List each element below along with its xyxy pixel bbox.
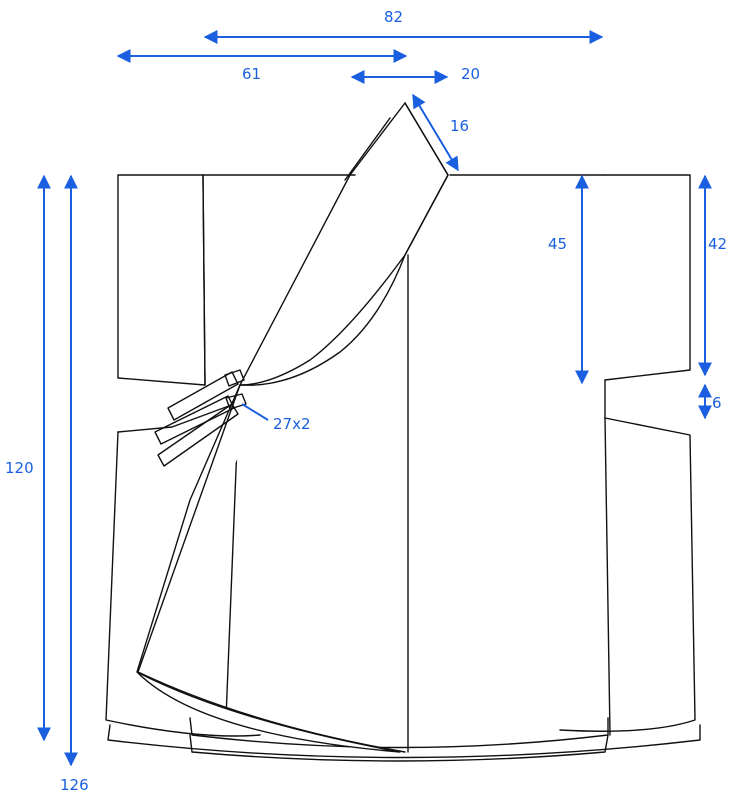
dimension-lines — [37, 30, 712, 767]
dim-collar-depth — [412, 93, 459, 172]
collar-outer — [239, 102, 406, 386]
dimension-labels: 82 61 20 16 120 126 45 42 6 27x2 — [5, 8, 727, 794]
collar-inner — [239, 102, 449, 386]
back-hem-layer — [107, 724, 701, 759]
front-hem — [189, 717, 609, 749]
left-sleeve-seam — [202, 174, 206, 386]
collar-band — [344, 117, 391, 181]
label-front-length: 120 — [5, 459, 34, 477]
label-collar-width: 20 — [461, 65, 480, 83]
label-ties: 27x2 — [273, 415, 311, 433]
back-hem-layer-inner — [189, 734, 609, 762]
wrap-edge — [137, 384, 406, 753]
label-underarm-depth: 45 — [548, 235, 567, 253]
label-sleeve-gap: 6 — [712, 394, 722, 412]
label-sleeve-opening: 42 — [708, 235, 727, 253]
left-sleeve — [117, 174, 206, 386]
dim-ties-leader — [241, 403, 269, 421]
right-body-side — [559, 417, 696, 732]
label-total-width: 82 — [384, 8, 403, 26]
left-body-side — [117, 399, 246, 433]
label-collar-depth: 16 — [450, 117, 469, 135]
robe-outline — [105, 102, 701, 762]
label-back-length: 126 — [60, 776, 89, 794]
front-wrap-panel — [136, 102, 449, 753]
label-half-width: 61 — [242, 65, 261, 83]
tie-upper — [167, 369, 245, 421]
left-seam — [225, 419, 239, 719]
tie-lower — [154, 393, 247, 467]
right-seam — [604, 417, 611, 736]
left-body-outer — [105, 431, 261, 737]
right-sleeve — [604, 174, 691, 381]
